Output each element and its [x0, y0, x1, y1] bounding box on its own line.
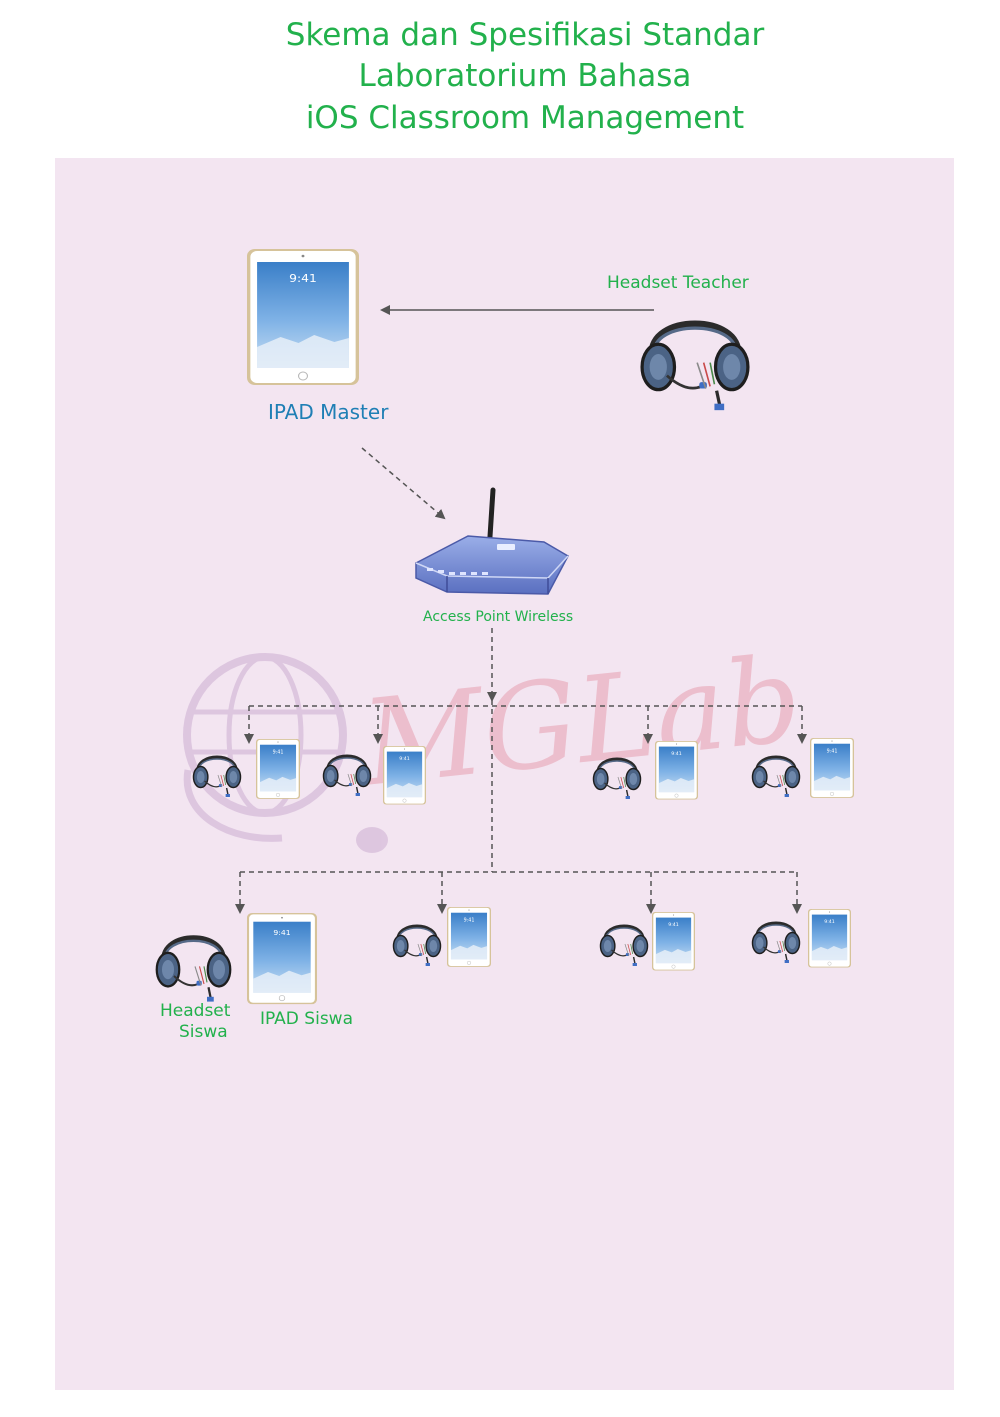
row2-drops: [235, 872, 802, 914]
router-icon: [415, 487, 569, 595]
ipad-siswa-icon: [806, 908, 852, 968]
ipad-siswa-icon: [381, 745, 427, 805]
title-line-3: iOS Classroom Management: [305, 100, 745, 136]
headset-siswa-icon: [750, 921, 802, 965]
ipad-siswa-label: IPAD Siswa: [260, 1009, 353, 1029]
headset-teacher-label: Headset Teacher: [607, 273, 749, 293]
ipad-siswa-icon: [245, 912, 318, 1005]
row1-drops: [244, 706, 807, 744]
headset-siswa-label-line2: Siswa: [179, 1022, 228, 1042]
headset-siswa-icon: [157, 938, 231, 1002]
headset-siswa-icon: [191, 755, 243, 799]
watermark-globe-icon: [183, 653, 388, 853]
headset-siswa-label-line1: Headset: [160, 1001, 231, 1021]
ipad-siswa-icon: [653, 740, 699, 800]
ipad-master-icon: [244, 248, 360, 386]
headset-siswa-icon: [321, 754, 373, 798]
title-line-2: Laboratorium Bahasa: [358, 58, 692, 94]
access-point-label: Access Point Wireless: [423, 609, 574, 625]
ipad-master-label: IPAD Master: [268, 400, 389, 424]
ipad-siswa-icon: [808, 737, 855, 799]
headset-teacher-icon: [642, 324, 748, 410]
ipad-siswa-icon: [650, 911, 696, 971]
ipad-siswa-icon: [254, 738, 301, 800]
headset-siswa-icon: [391, 924, 443, 968]
headset-siswa-icon: [598, 924, 650, 968]
master-to-router-arrow: [361, 447, 446, 520]
ipad-siswa-icon: [445, 906, 492, 968]
title-line-1: Skema dan Spesifikasi Standar: [285, 17, 765, 53]
